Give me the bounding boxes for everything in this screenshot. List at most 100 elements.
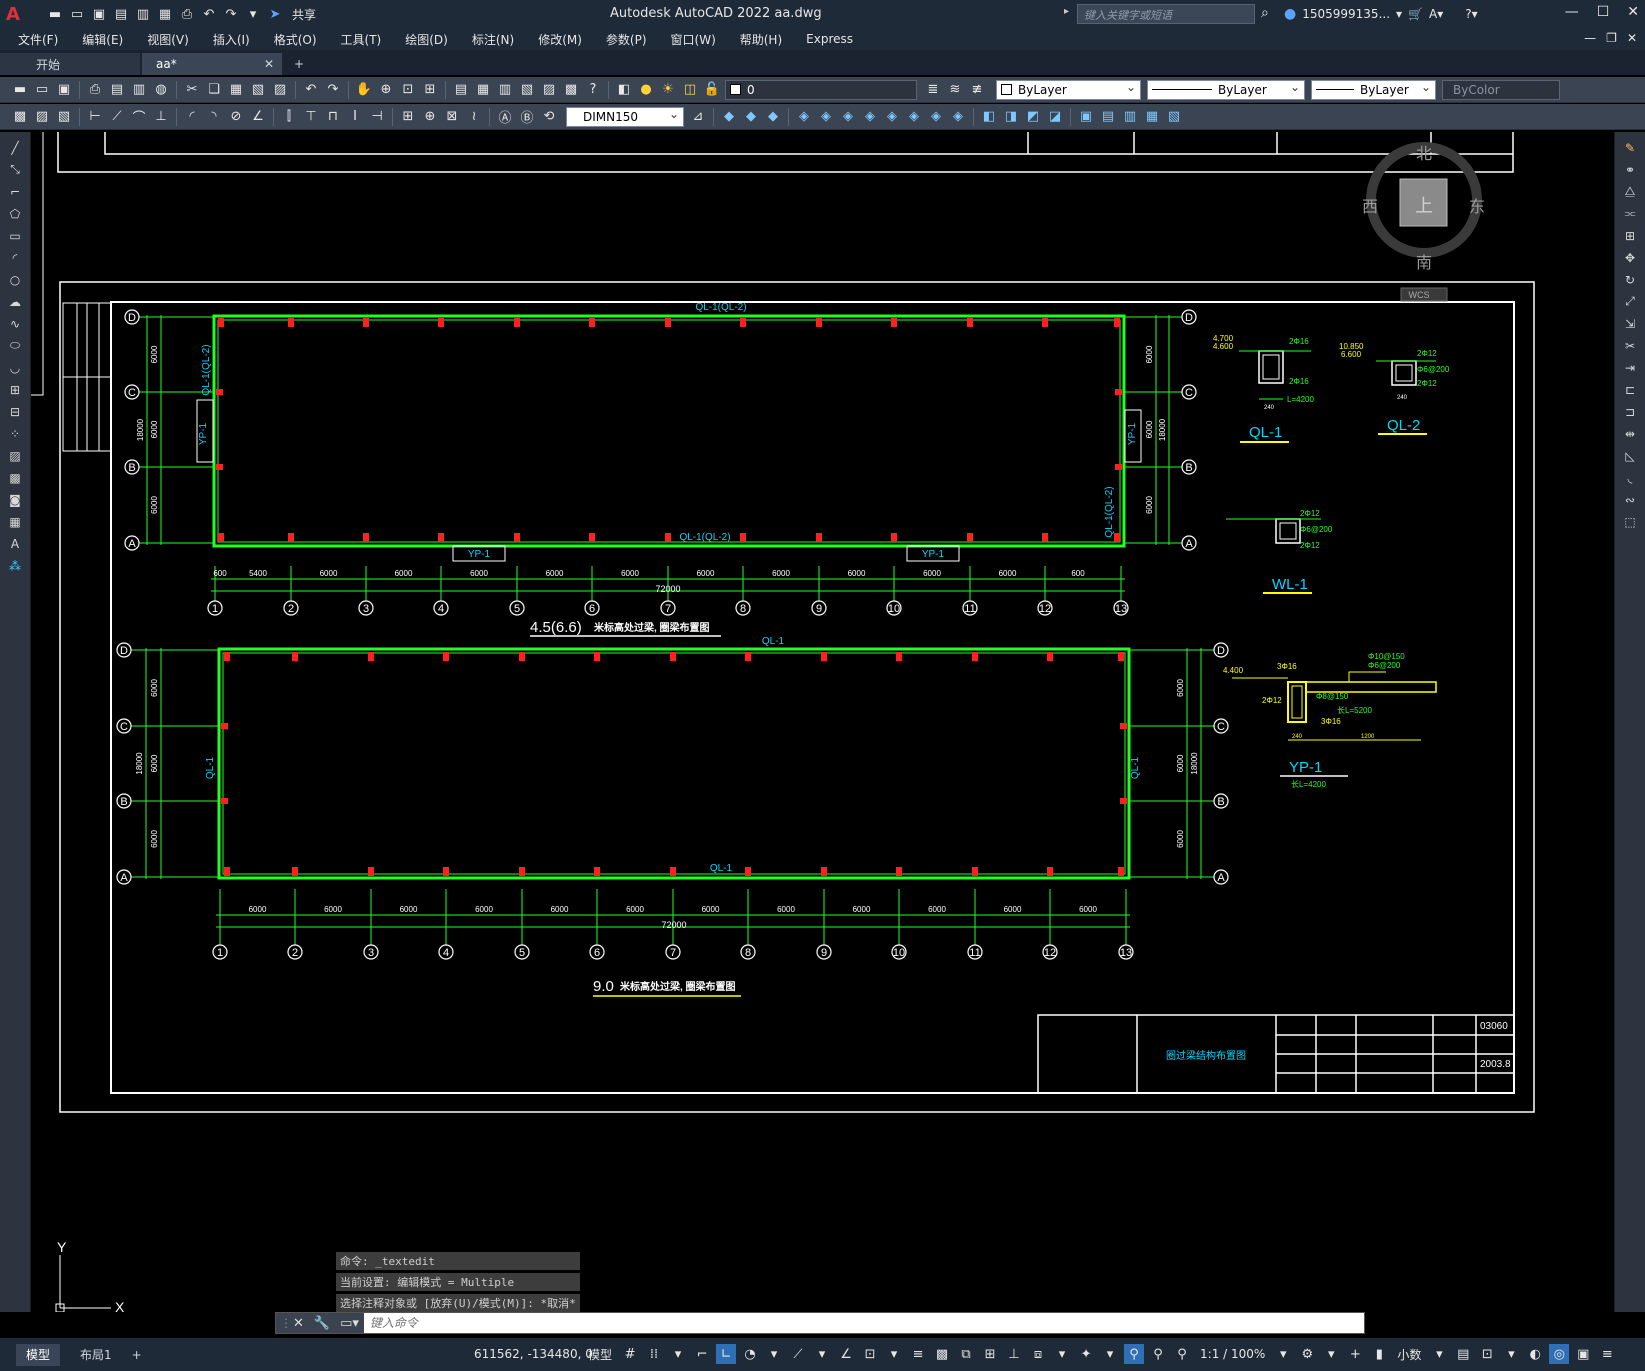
plot-icon[interactable]: ⎙ [181, 6, 193, 22]
isodraft-icon[interactable]: ⟋ [793, 1346, 803, 1362]
model-space-button[interactable]: 模型 [588, 1347, 613, 1362]
save-as-icon[interactable]: ▤ [114, 6, 128, 22]
add-layout-button[interactable]: + [131, 1347, 142, 1362]
open-icon[interactable]: ▭ [70, 6, 84, 22]
jogged-linear-icon[interactable]: ≀ [471, 109, 477, 124]
color-dropdown[interactable]: ByLayer [996, 79, 1141, 100]
units-icon[interactable]: ▮ [1375, 1346, 1383, 1362]
help-icon[interactable]: ? [589, 82, 597, 97]
doc-minimize-icon[interactable]: — [1584, 31, 1597, 45]
layer-lock-icon[interactable]: 🔓 [703, 82, 721, 97]
annotation-scale-value[interactable]: 1:1 / 100% [1200, 1347, 1266, 1361]
offset-icon[interactable]: ⫗ [1624, 206, 1636, 220]
spline-icon[interactable]: ∿ [9, 316, 21, 331]
menu-parameter[interactable]: 参数(P) [605, 32, 647, 47]
mirror-icon[interactable]: ⧋ [1624, 184, 1636, 198]
block-editor-icon[interactable]: ▨ [273, 82, 287, 97]
region-icon[interactable]: ◙ [9, 492, 21, 507]
wedge-icon[interactable]: ▤ [1101, 109, 1115, 124]
tab-model[interactable]: 模型 [16, 1343, 61, 1366]
plotstyle-dropdown[interactable]: ByColor [1442, 79, 1560, 100]
menu-window[interactable]: 窗口(W) [670, 32, 716, 47]
menu-edit[interactable]: 编辑(E) [82, 32, 124, 47]
wcs-menu[interactable] [1400, 287, 1448, 302]
hardware-acceleration-icon[interactable]: ◎ [1549, 1344, 1570, 1364]
table-icon[interactable]: ▦ [9, 514, 21, 529]
menu-tools[interactable]: 工具(T) [340, 32, 382, 47]
viewcube-west[interactable]: 西 [1362, 199, 1378, 216]
new-icon[interactable]: ▬ [48, 6, 62, 22]
fillet-icon[interactable]: ◟ [1627, 470, 1633, 485]
linetype-dropdown[interactable]: ByLayer [1147, 79, 1305, 100]
dynamic-ucs-icon[interactable]: ⊥ [1008, 1346, 1020, 1362]
view-back-icon[interactable]: ◆ [746, 109, 756, 124]
gradient-icon[interactable]: ▩ [9, 470, 21, 485]
trim-icon[interactable]: ✂ [1624, 338, 1636, 353]
make-current-icon[interactable]: ≣ [927, 82, 939, 97]
stretch-icon[interactable]: ⇲ [1624, 316, 1636, 331]
transparency-icon[interactable]: ▩ [935, 1346, 949, 1362]
maximize-icon[interactable]: ☐ [1596, 4, 1610, 20]
layer-on-icon[interactable]: ● [640, 82, 652, 97]
layer-dropdown[interactable]: 0 [725, 79, 917, 100]
arc-length-icon[interactable]: ⌒ [132, 111, 146, 126]
tab-layout1[interactable]: 布局1 [80, 1348, 112, 1362]
command-close-icon[interactable]: ✕ [293, 1315, 304, 1331]
menu-draw[interactable]: 绘图(D) [405, 32, 448, 47]
pan-icon[interactable]: ✋ [355, 82, 373, 97]
dim-break-icon[interactable]: ⊣ [371, 109, 383, 124]
angular-dim-icon[interactable]: ∠ [252, 109, 264, 124]
box-icon[interactable]: ▣ [1079, 109, 1093, 124]
selection-filter-icon[interactable]: ⧈ [1033, 1346, 1043, 1362]
tab-document[interactable]: aa*✕ [142, 53, 282, 75]
quick-dim-icon[interactable]: ▩ [13, 109, 27, 124]
object-snap-tracking-icon[interactable]: ∠ [840, 1346, 852, 1362]
viewcube-north[interactable]: 北 [1416, 145, 1432, 163]
undo-icon[interactable]: ↶ [305, 82, 317, 97]
undo-icon[interactable]: ↶ [203, 6, 215, 22]
chevron-down-icon[interactable]: ▾ [890, 1346, 898, 1362]
save-icon[interactable]: ▣ [57, 82, 71, 97]
ucs-object-icon[interactable]: ◈ [887, 109, 897, 124]
blend-icon[interactable]: ∾ [1624, 492, 1636, 507]
chevron-down-icon[interactable]: ▾ [818, 1346, 826, 1362]
chevron-down-icon[interactable]: ▾ [674, 1346, 682, 1362]
tab-close-icon[interactable]: ✕ [263, 57, 274, 71]
search-input[interactable]: 键入关键字或短语 [1077, 4, 1255, 24]
visual-style-3d-icon[interactable]: ◨ [1004, 109, 1018, 124]
dim-space-icon[interactable]: Ⅰ [353, 109, 357, 124]
lineweight-dropdown[interactable]: ByLayer [1311, 79, 1436, 100]
viewcube-face[interactable] [1399, 178, 1448, 227]
zoom-window-icon[interactable]: ⊡ [402, 82, 414, 97]
ucs-view-icon[interactable]: ◈ [909, 109, 919, 124]
open-web-icon[interactable]: ▥ [136, 6, 150, 22]
grid-icon[interactable]: # [624, 1346, 636, 1362]
lineweight-icon[interactable]: ≡ [912, 1346, 924, 1362]
help-icon[interactable]: ?▾ [1465, 7, 1478, 21]
quick-dimension-icon[interactable]: ⫿ [286, 109, 292, 124]
inspection-icon[interactable]: ⊠ [446, 109, 458, 124]
menu-insert[interactable]: 插入(I) [212, 32, 250, 47]
baseline-dim-icon[interactable]: ⊤ [305, 109, 317, 124]
zoom-realtime-icon[interactable]: ⊕ [380, 82, 392, 97]
circle-icon[interactable]: ○ [9, 272, 21, 287]
diameter-dim-icon[interactable]: ⊘ [230, 109, 242, 124]
extend-icon[interactable]: ⇥ [1624, 360, 1636, 375]
sheet-set-icon[interactable]: ▧ [520, 82, 534, 97]
chamfer-icon[interactable]: ◺ [1625, 448, 1635, 463]
explode-icon[interactable]: ⬚ [1624, 514, 1636, 529]
cylinder-icon[interactable]: ▧ [1167, 109, 1181, 124]
add-selected-icon[interactable]: ⁂ [9, 558, 21, 573]
rotate-icon[interactable]: ↻ [1624, 272, 1636, 287]
snap-icon[interactable]: ⁞⁞ [649, 1346, 659, 1362]
close-icon[interactable]: ✕ [1627, 4, 1639, 20]
command-customize-icon[interactable]: 🔧 [313, 1315, 331, 1331]
customize-qat-icon[interactable]: ▾ [249, 6, 257, 22]
open-icon[interactable]: ▭ [35, 82, 49, 97]
dim-edit-text-icon[interactable]: Ⓐ [498, 111, 512, 126]
paste-icon[interactable]: ▦ [229, 82, 243, 97]
cart-icon[interactable]: 🛒 [1408, 7, 1423, 21]
search-icon[interactable]: ⌕ [1261, 5, 1269, 21]
menu-format[interactable]: 格式(O) [273, 32, 317, 47]
